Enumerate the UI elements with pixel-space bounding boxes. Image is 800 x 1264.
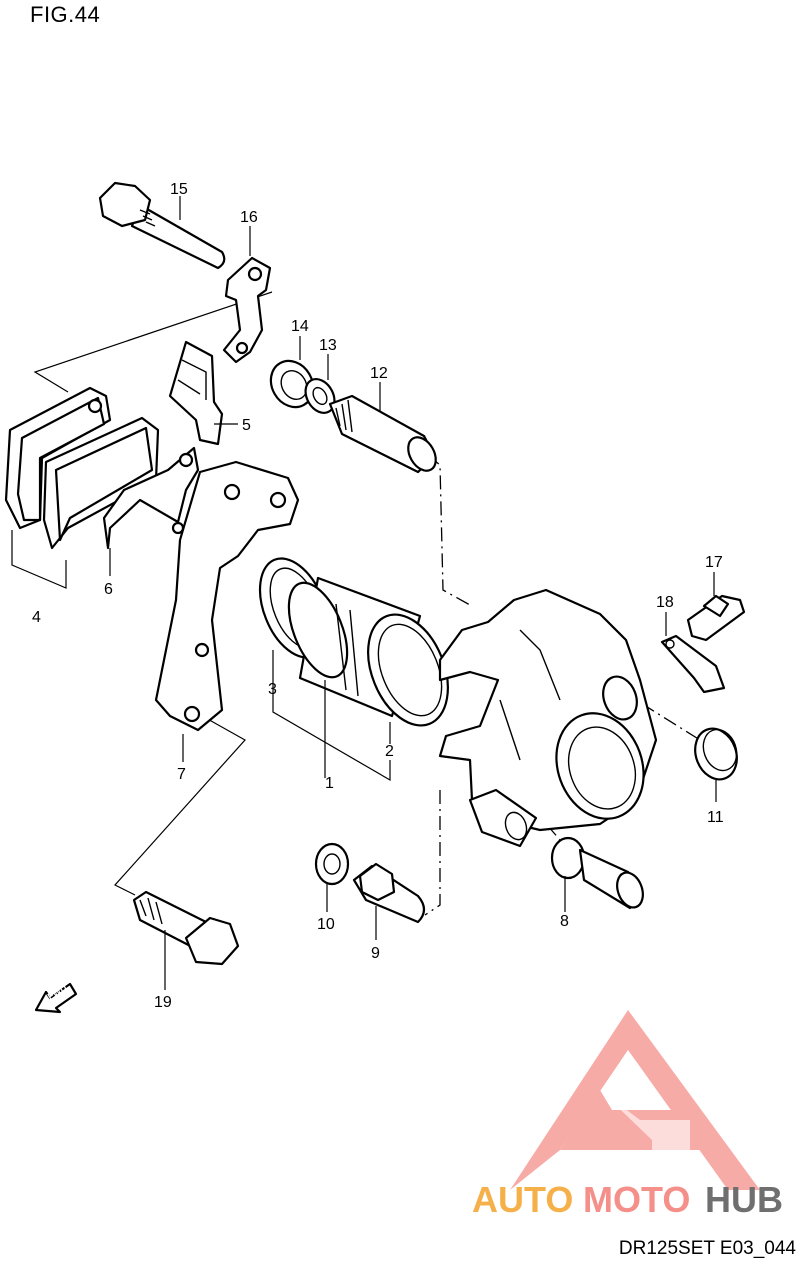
part-6-shim [102,446,200,550]
callout-10: 10 [317,916,335,933]
part-19-bolt [132,890,240,966]
callout-8: 8 [560,913,569,930]
callout-11: 11 [707,809,724,826]
fwd-direction-marker: FWD [34,982,78,1014]
part-15-bolt [98,181,226,270]
part-18-cap [660,634,726,694]
part-12-pin [328,394,437,474]
watermark-part2: MOTO [583,1179,690,1220]
callout-6: 6 [104,581,113,598]
callout-leaders [109,196,717,990]
callout-4: 4 [32,609,41,626]
part-7-bracket [154,460,300,732]
part-14-boot [269,359,315,409]
figure-title: FIG.44 [30,2,101,27]
part-10-washer [314,842,350,886]
callout-2: 2 [385,743,394,760]
callout-17: 17 [705,554,723,571]
part-11-plug [694,727,738,781]
part-17-bleeder [686,594,746,642]
callout-1: 1 [325,775,334,792]
watermark-logo [510,1010,760,1190]
part-2-dust-seal [367,613,449,727]
part-4-pads [4,386,160,550]
watermark-part1: AUTO [472,1179,573,1220]
watermark-part3: HUB [705,1179,783,1220]
callout-16: 16 [240,209,258,226]
watermark-wordmark: AUTO MOTO HUB [472,1179,783,1220]
part-13-washer [304,378,336,414]
part-9-bolt [352,862,426,924]
part-16-plate [222,256,272,364]
callout-13: 13 [319,337,337,354]
part-5-spring [168,340,224,446]
callout-9: 9 [371,945,380,962]
callout-14: 14 [291,318,309,335]
caliper-body [438,588,658,848]
figure-code: DR125SET E03_044 [618,1238,796,1259]
callout-12: 12 [370,365,388,382]
callout-3: 3 [268,681,277,698]
callout-18: 18 [656,594,674,611]
callout-19: 19 [154,994,172,1011]
callout-7: 7 [177,766,186,783]
callout-5: 5 [242,417,251,434]
callout-15: 15 [170,181,188,198]
part-8-pin [550,836,644,910]
callout-labels: 1 2 3 4 5 6 7 8 9 10 11 12 13 14 15 16 1… [32,181,724,1011]
